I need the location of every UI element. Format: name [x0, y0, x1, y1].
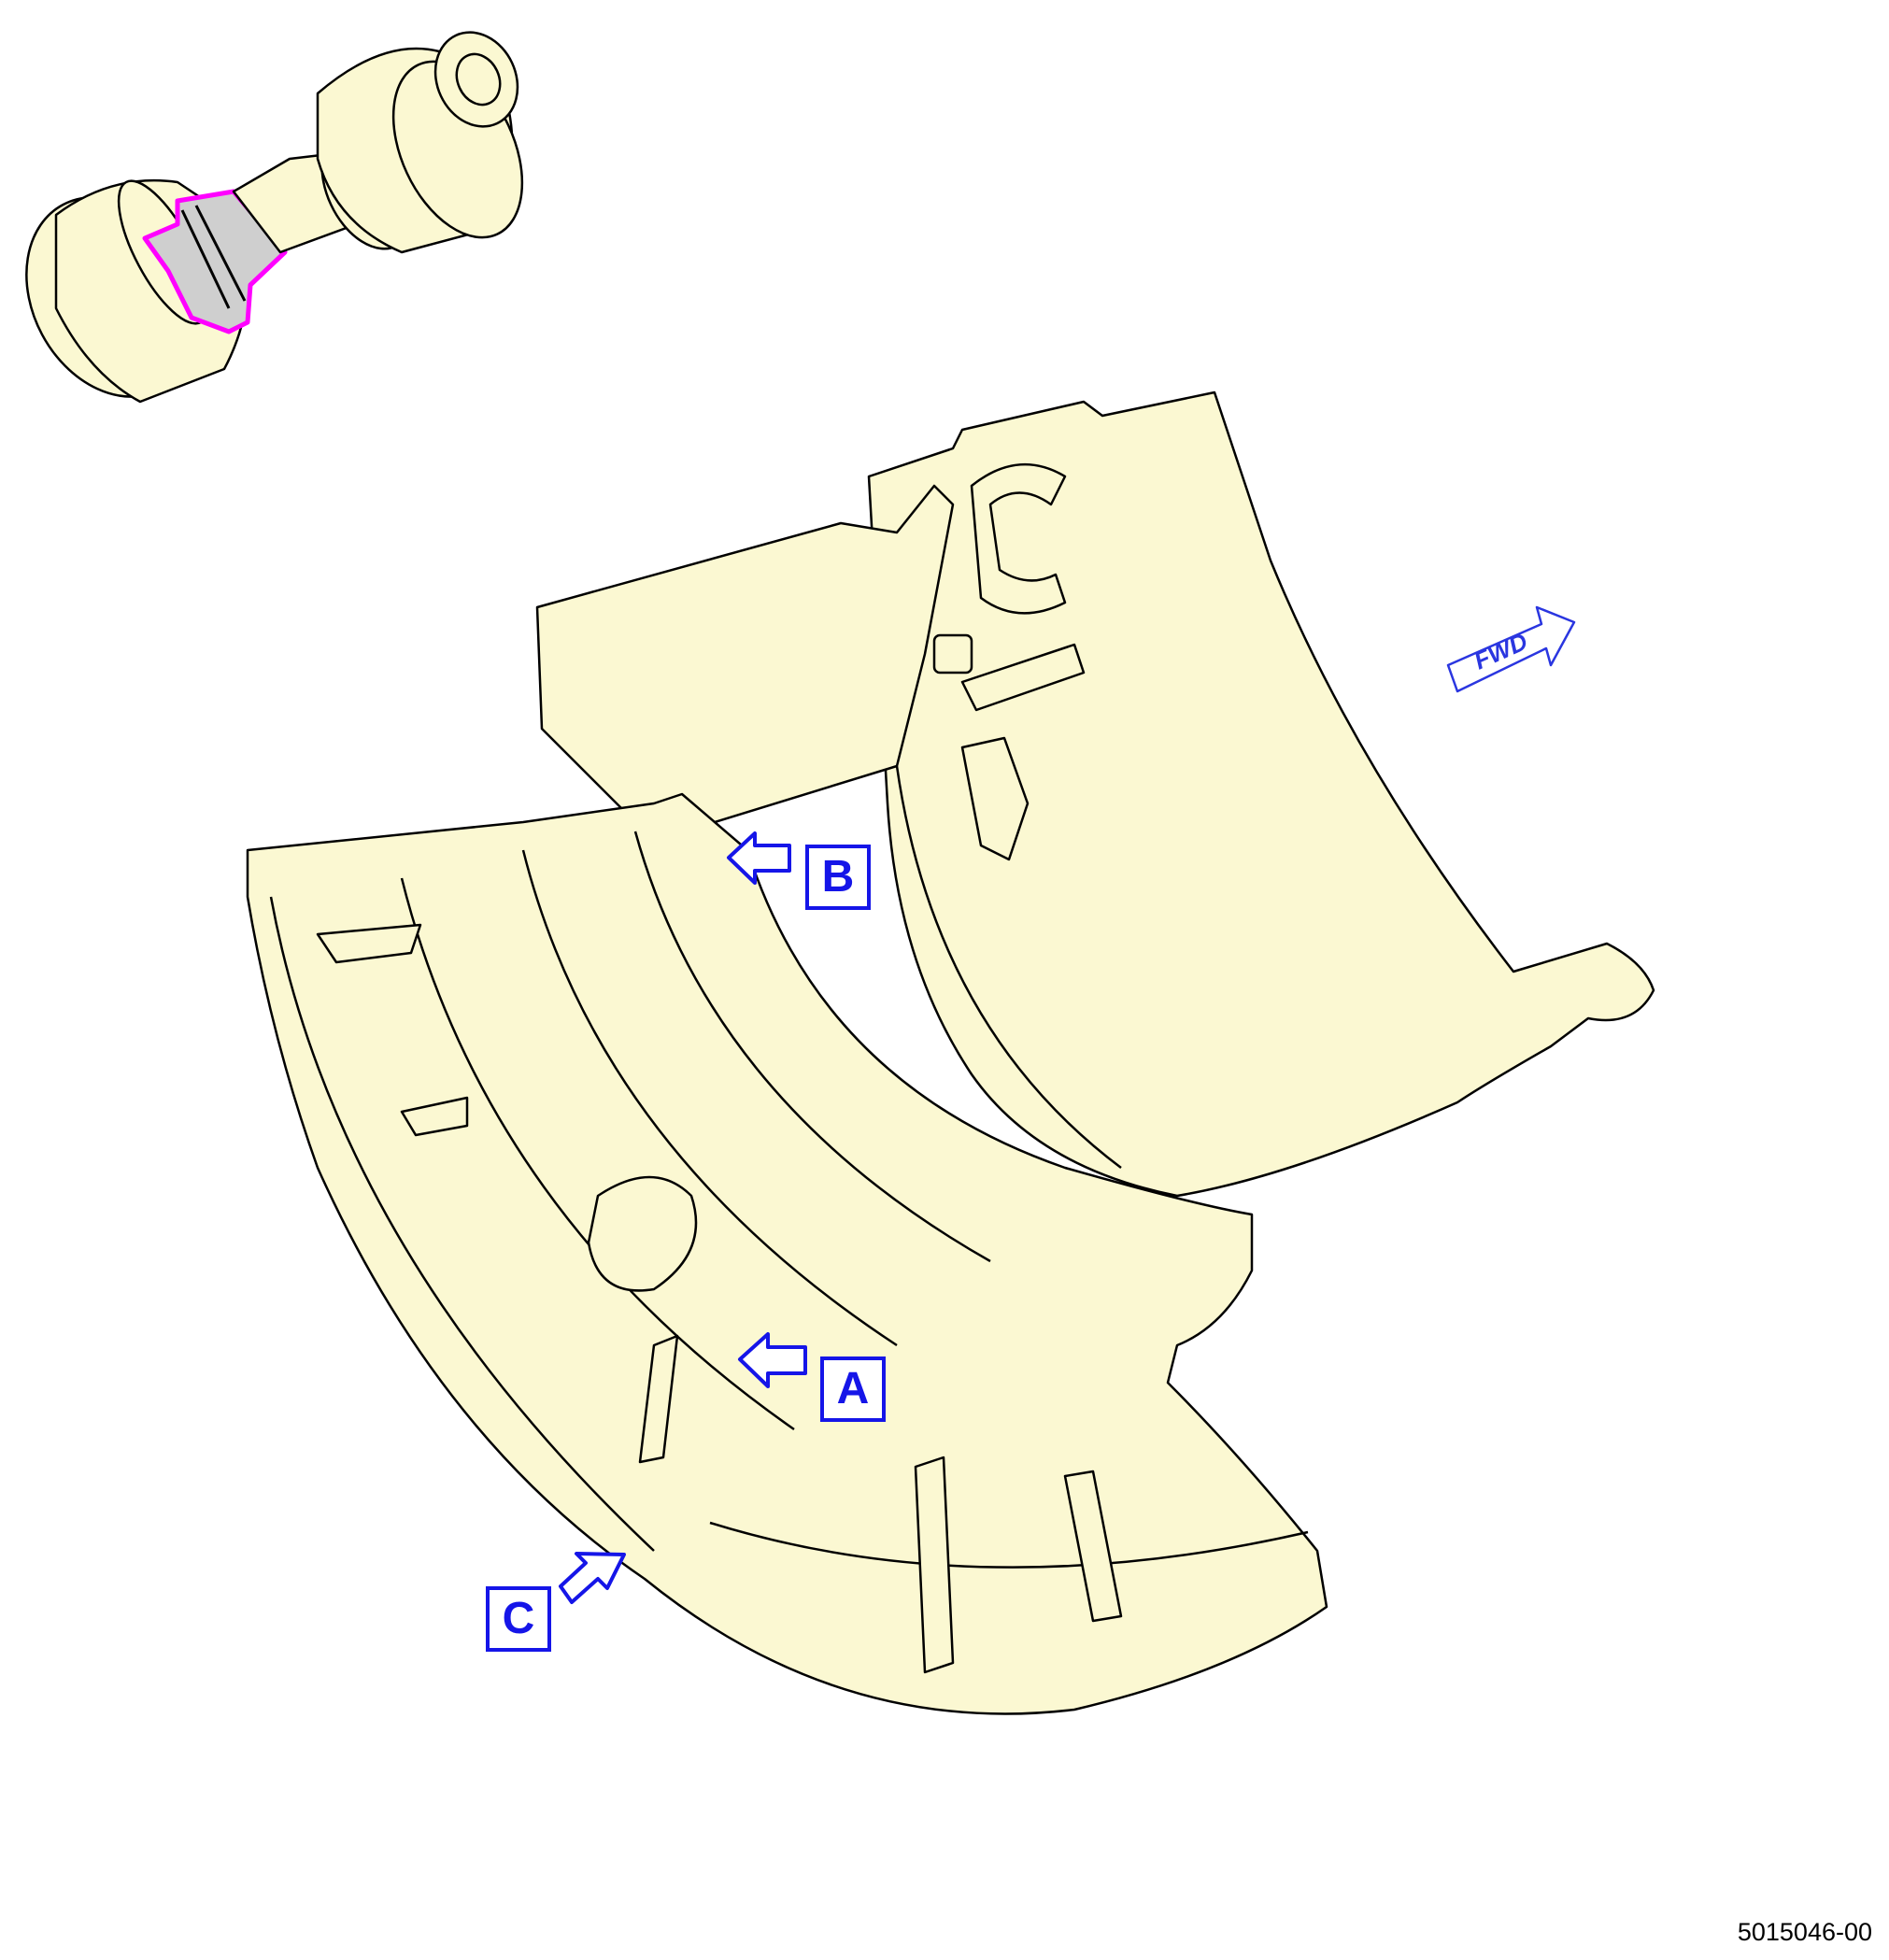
callout-arrow-c [559, 1552, 626, 1604]
callout-arrow-b [727, 831, 791, 885]
fwd-arrow-icon: FWD [1446, 605, 1576, 693]
highlighted-section [142, 189, 288, 334]
callout-a-label: A [820, 1356, 886, 1422]
shroud-panel-assembly-icon [246, 391, 1655, 1715]
figure-number: 5015046-00 [1737, 1918, 1872, 1946]
callout-b-label: B [805, 845, 871, 910]
callout-arrow-a [738, 1332, 807, 1388]
callout-c-label: C [486, 1586, 551, 1652]
engine-locator-icon [25, 31, 524, 404]
